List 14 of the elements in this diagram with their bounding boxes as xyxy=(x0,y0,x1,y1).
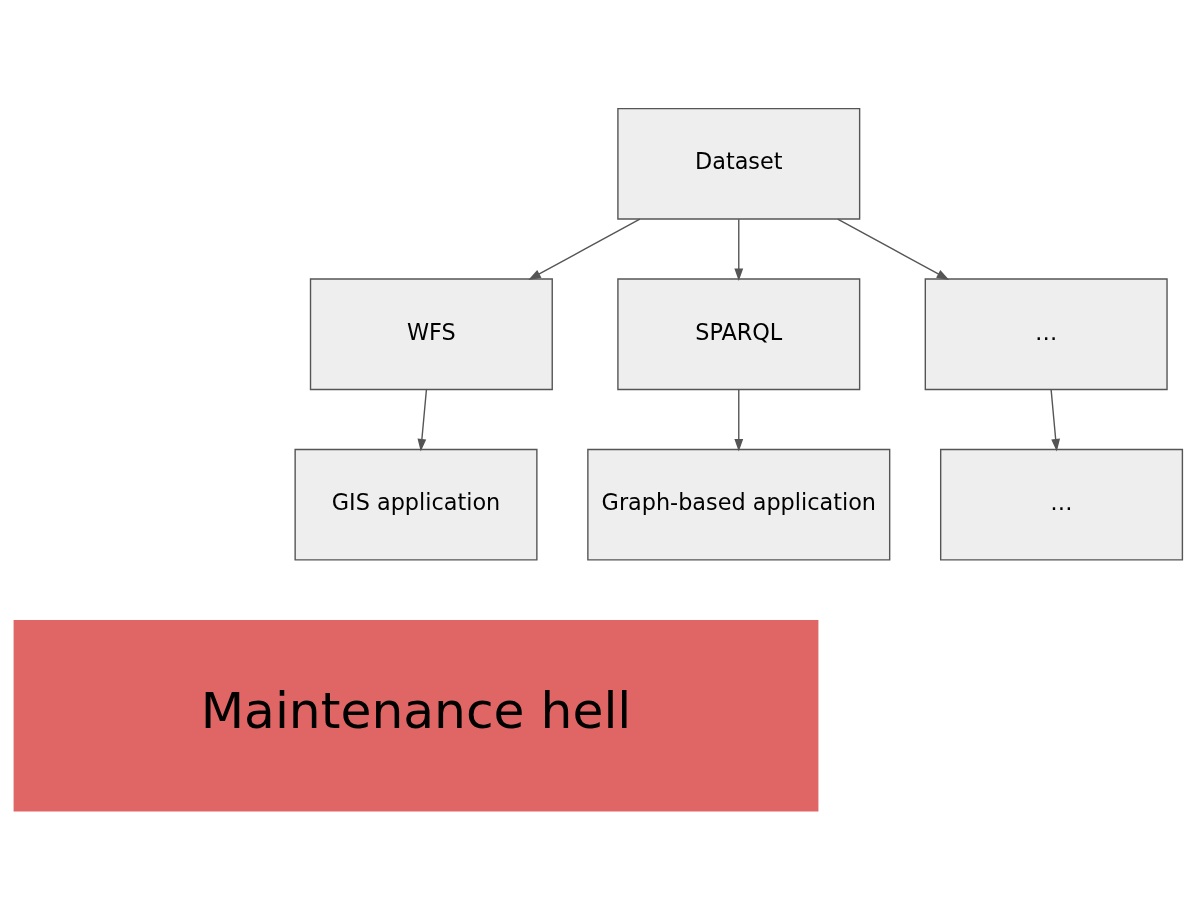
node-box: … xyxy=(939,448,1184,561)
arrow xyxy=(528,218,641,280)
node-box: Maintenance hell xyxy=(13,620,819,812)
arrow xyxy=(1050,388,1061,452)
node-box: WFS xyxy=(309,278,553,391)
node-box: SPARQL xyxy=(617,278,861,391)
arrow xyxy=(734,218,744,282)
node-box: Dataset xyxy=(617,107,861,220)
arrow xyxy=(417,388,428,452)
arrow xyxy=(837,218,950,280)
node-box: GIS application xyxy=(294,448,538,561)
node-box: Graph-based application xyxy=(587,448,891,561)
node-box: … xyxy=(924,278,1168,391)
arrow xyxy=(734,388,744,452)
